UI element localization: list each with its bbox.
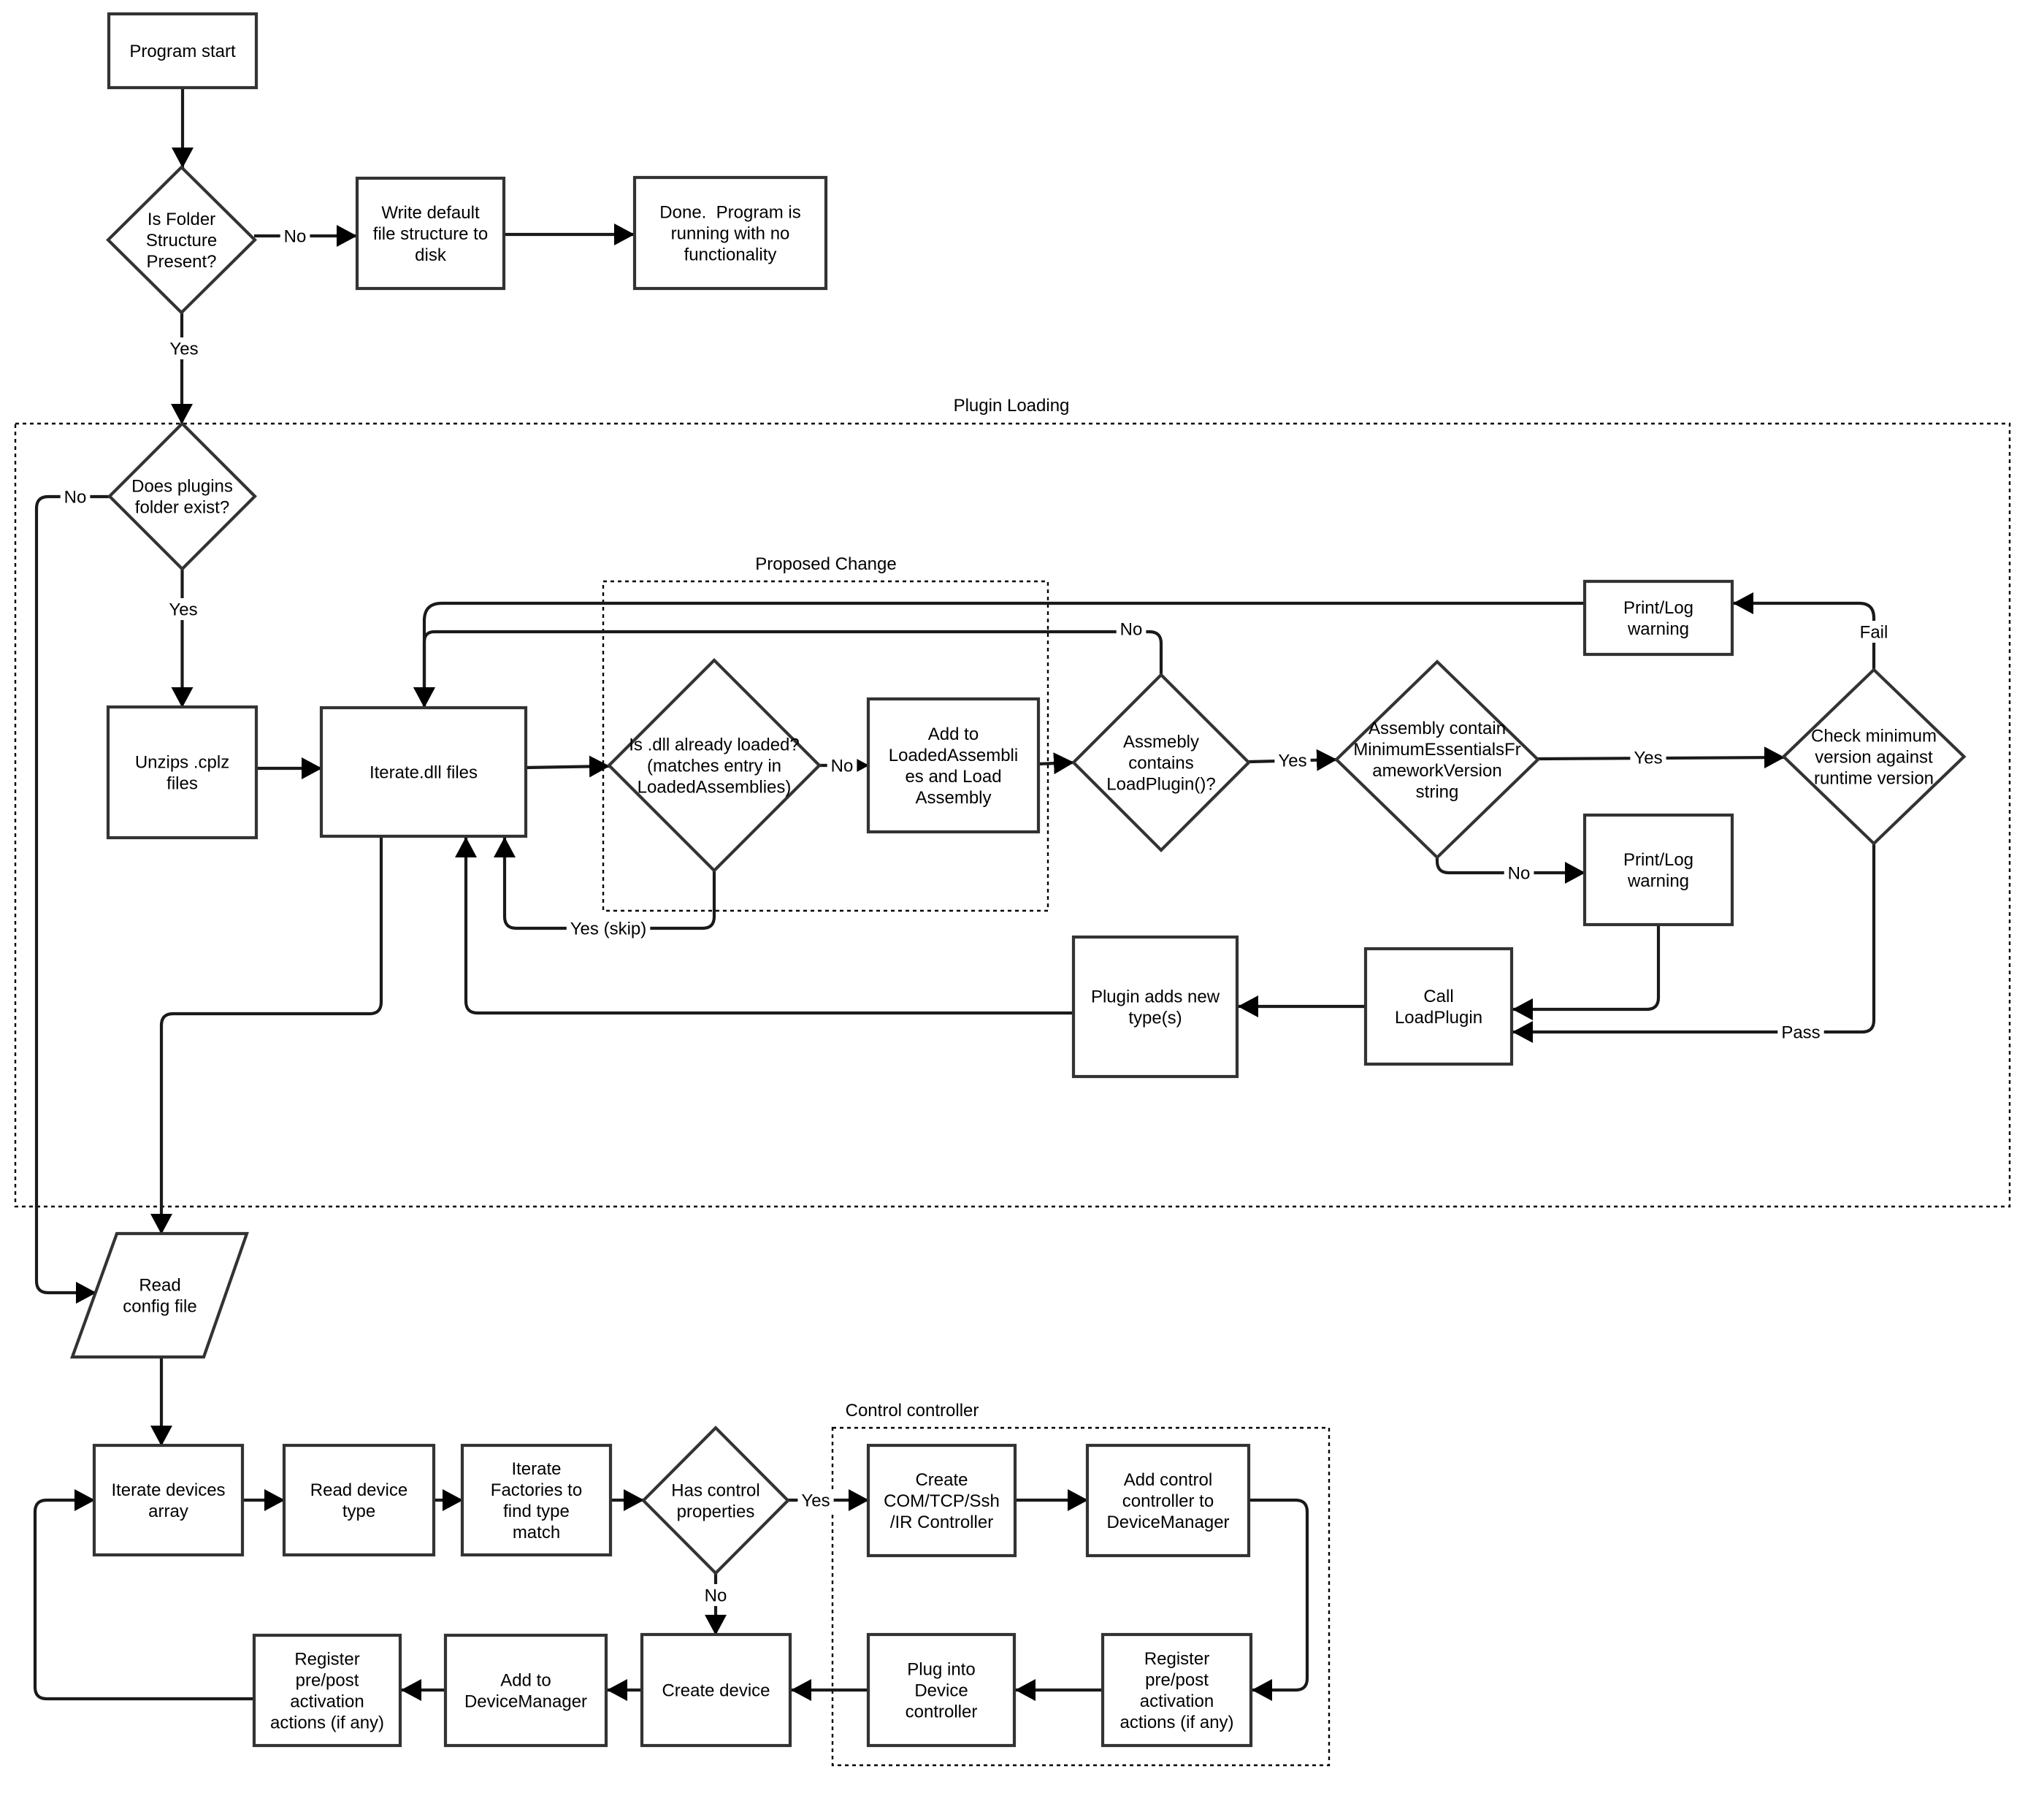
svg-text:Structure: Structure [146,231,217,251]
svg-text:version against: version against [1815,748,1933,768]
svg-text:Control controller: Control controller [846,1401,979,1421]
svg-text:DeviceManager: DeviceManager [464,1692,587,1712]
svg-text:Does plugins: Does plugins [131,477,233,497]
svg-text:controller: controller [906,1702,978,1722]
svg-text:Yes: Yes [801,1491,830,1511]
svg-text:Present?: Present? [146,252,216,272]
svg-text:pre/post: pre/post [296,1671,359,1691]
svg-text:No: No [1508,864,1531,884]
svg-text:Yes: Yes [169,340,198,359]
svg-text:Assmebly: Assmebly [1123,733,1199,752]
svg-text:Fail: Fail [1860,623,1888,643]
svg-text:No: No [705,1586,727,1606]
svg-text:Yes (skip): Yes (skip) [570,920,646,939]
svg-text:functionality: functionality [684,245,777,265]
svg-text:DeviceManager: DeviceManager [1106,1513,1229,1532]
svg-text:ameworkVersion: ameworkVersion [1372,761,1501,781]
svg-text:Unzips .cplz: Unzips .cplz [135,753,229,773]
svg-text:Yes: Yes [1634,749,1662,768]
svg-text:actions (if any): actions (if any) [270,1713,384,1733]
svg-text:No: No [1120,620,1143,640]
svg-text:Write default: Write default [381,203,480,223]
svg-text:Plug into: Plug into [907,1660,975,1680]
svg-text:file structure to: file structure to [373,224,488,244]
svg-text:Iterate: Iterate [511,1459,561,1479]
svg-text:runtime version: runtime version [1814,769,1934,789]
svg-text:config file: config file [123,1297,196,1317]
svg-text:Iterate.dll files: Iterate.dll files [370,763,478,783]
svg-text:Create: Create [915,1470,968,1490]
svg-text:type(s): type(s) [1128,1009,1182,1028]
svg-text:string: string [1416,782,1459,802]
svg-text:Iterate devices: Iterate devices [111,1480,225,1500]
svg-text:Has control: Has control [671,1481,759,1501]
svg-text:Create device: Create device [662,1681,770,1701]
svg-text:match: match [513,1523,560,1542]
svg-text:Add to: Add to [928,725,979,744]
svg-text:Yes: Yes [169,600,197,620]
svg-text:actions (if any): actions (if any) [1119,1713,1233,1732]
svg-text:LoadPlugin: LoadPlugin [1395,1008,1482,1028]
svg-text:Read: Read [139,1276,180,1296]
svg-text:Check minimum: Check minimum [1811,727,1937,746]
svg-text:files: files [166,774,198,794]
svg-text:pre/post: pre/post [1145,1670,1209,1690]
svg-text:Program start: Program start [129,42,236,61]
svg-text:type: type [342,1502,375,1521]
svg-text:controller to: controller to [1122,1491,1214,1511]
svg-text:/IR Controller: /IR Controller [890,1513,993,1532]
svg-text:Done. Program is: Done. Program is [659,203,800,223]
svg-text:LoadedAssembli: LoadedAssembli [889,746,1018,765]
svg-text:No: No [64,488,87,508]
svg-text:COM/TCP/Ssh: COM/TCP/Ssh [884,1491,1000,1511]
svg-text:No: No [284,227,307,247]
svg-text:Is Folder: Is Folder [148,210,215,229]
svg-text:properties: properties [677,1502,755,1522]
svg-text:MinimumEssentialsFr: MinimumEssentialsFr [1353,740,1520,760]
svg-text:Device: Device [914,1681,968,1701]
svg-text:folder exist?: folder exist? [135,498,229,518]
svg-text:Factories to: Factories to [491,1480,582,1500]
svg-text:Plugin adds new: Plugin adds new [1091,987,1220,1007]
svg-text:Register: Register [294,1650,359,1670]
svg-text:es and Load: es and Load [905,767,1001,787]
svg-text:Assembly: Assembly [915,788,991,808]
svg-text:Add control: Add control [1124,1470,1212,1490]
svg-text:Register: Register [1144,1649,1209,1669]
svg-text:Print/Log: Print/Log [1623,598,1693,618]
svg-text:Is .dll already loaded?: Is .dll already loaded? [629,735,799,755]
svg-text:disk: disk [415,245,447,265]
svg-text:Call: Call [1423,987,1453,1006]
svg-text:Proposed Change: Proposed Change [755,554,896,574]
svg-text:LoadPlugin()?: LoadPlugin()? [1106,775,1215,795]
svg-text:Print/Log: Print/Log [1623,850,1693,870]
svg-text:find type: find type [503,1502,570,1521]
svg-text:Yes: Yes [1278,752,1306,771]
svg-text:warning: warning [1627,871,1689,891]
svg-text:warning: warning [1627,619,1689,639]
svg-text:contains: contains [1128,754,1193,773]
svg-text:Read device: Read device [310,1480,407,1500]
svg-text:No: No [831,757,854,776]
svg-text:LoadedAssemblies): LoadedAssemblies) [638,778,792,798]
svg-text:Pass: Pass [1781,1023,1820,1043]
svg-text:activation: activation [290,1692,364,1712]
svg-text:Assembly contain: Assembly contain [1369,719,1506,738]
svg-text:(matches entry in: (matches entry in [647,757,781,776]
svg-text:running with no: running with no [671,224,790,244]
svg-text:Plugin Loading: Plugin Loading [954,396,1070,416]
svg-text:array: array [148,1502,188,1521]
svg-text:Add to: Add to [500,1671,551,1691]
svg-text:activation: activation [1140,1691,1214,1711]
